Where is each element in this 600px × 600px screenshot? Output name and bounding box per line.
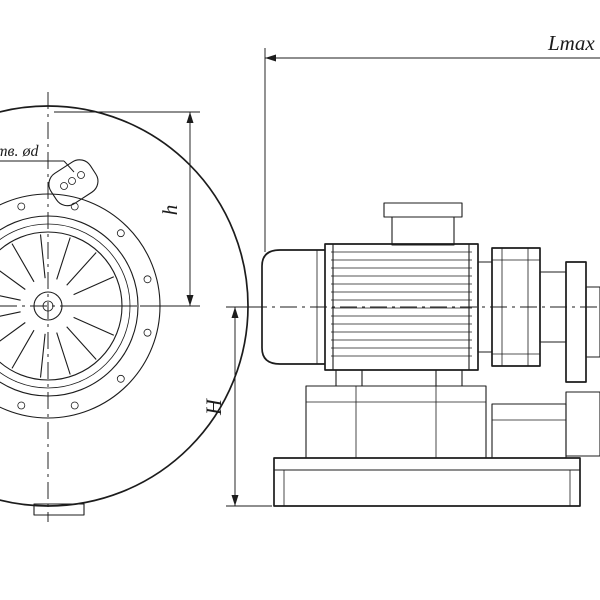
dimension-lmax-label: Lmax [547,31,595,55]
flange-bolt-holes [17,202,152,410]
dimension-H-label: H [201,398,226,416]
front-center-lines [0,92,196,522]
dimension-h-label: h [158,205,182,216]
dimension-h: h [54,111,200,307]
bearing-support [491,403,567,459]
motor-feet [335,369,463,387]
motor-cooling-fins [331,251,472,357]
tab-bolt-holes [60,171,85,190]
fan-side-view [250,202,600,507]
housing-foot [33,503,85,516]
dim-arrow-up-icon [186,112,194,123]
dim-arrow-left-icon [265,54,276,62]
fan-casing-side [565,261,600,457]
fan-front-view [0,92,249,522]
dim-arrow-down-icon [231,495,239,506]
base-frame [273,457,581,507]
mounting-tab [48,159,99,207]
support-frame [305,385,487,459]
dim-arrow-down-icon [186,295,194,306]
motor-terminal-box [383,202,463,246]
dim-arrow-up-icon [231,307,239,318]
dimension-H: H [201,306,272,507]
holes-note: тв. ød [0,143,75,173]
holes-note-label: тв. ød [0,143,40,160]
dimension-lmax: Lmax [264,31,600,252]
